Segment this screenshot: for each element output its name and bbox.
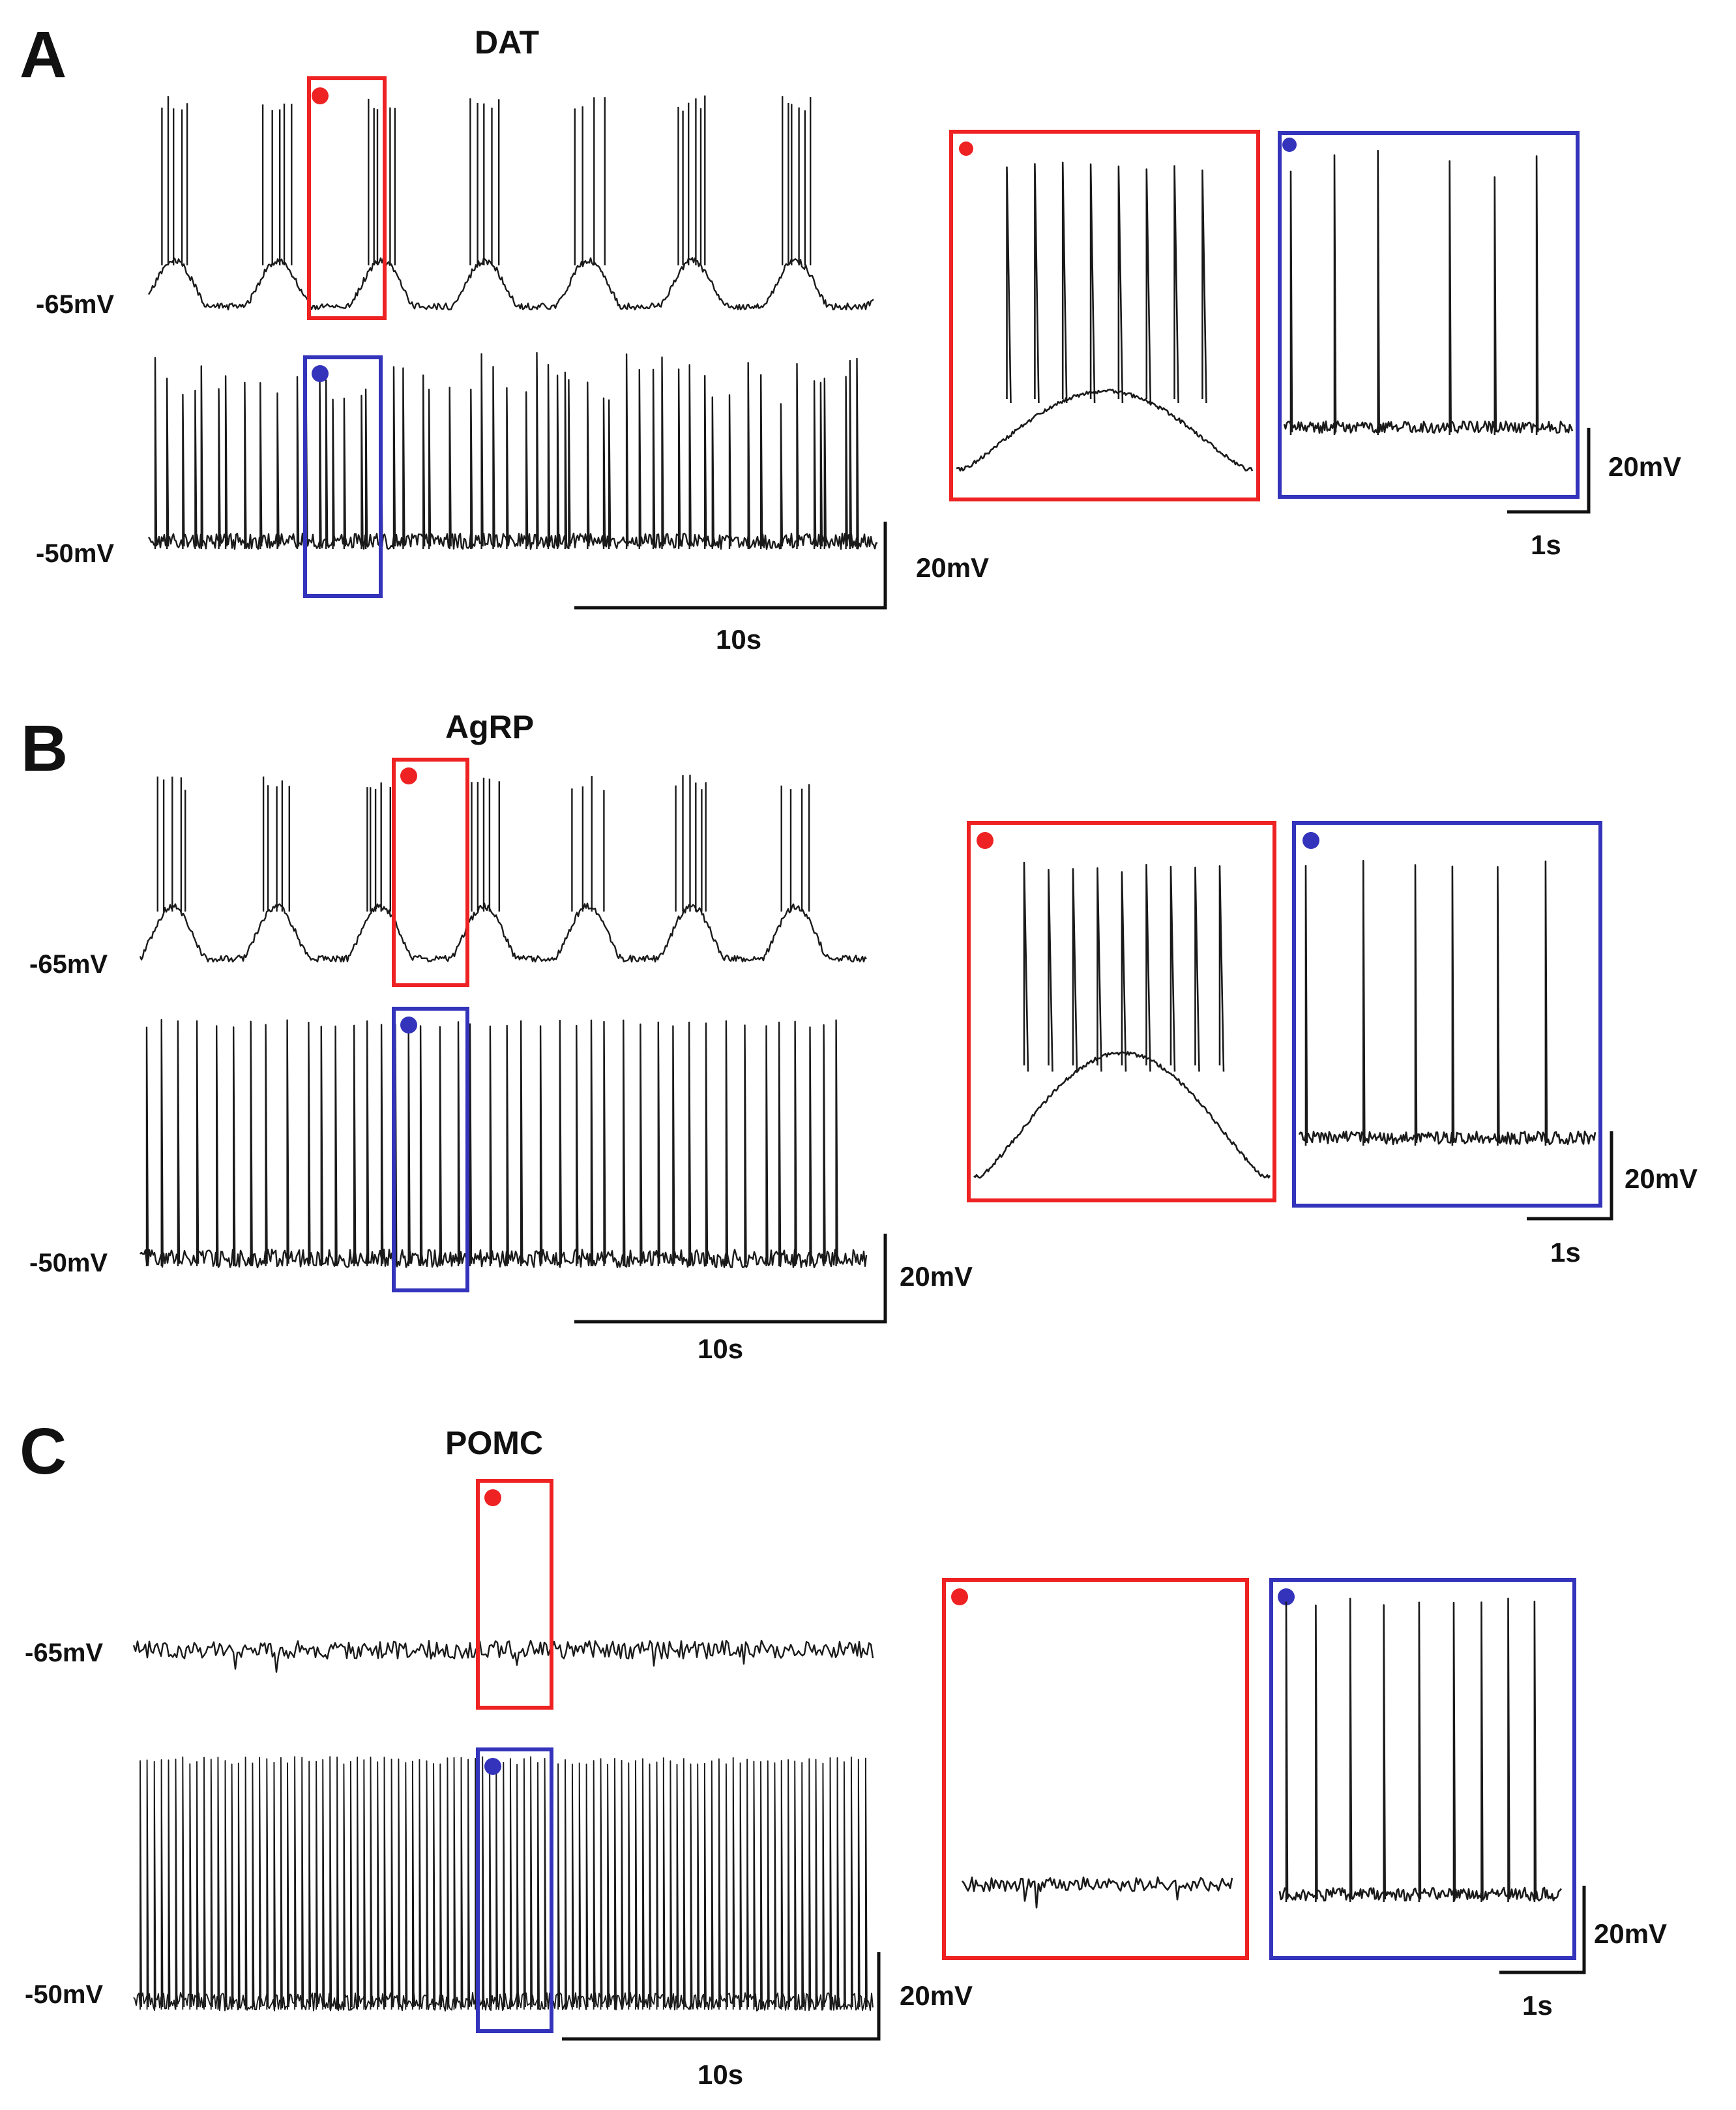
panel-a-top-red-box bbox=[307, 76, 387, 320]
panel-c-top-baseline: -65mV bbox=[25, 1639, 103, 1667]
panel-b-burst-trace bbox=[139, 775, 867, 963]
panel-b-top-baseline: -65mV bbox=[29, 950, 108, 979]
panel-a-red-inset-marker bbox=[959, 141, 973, 156]
panel-b-tonic-trace bbox=[140, 1018, 868, 1269]
panel-c-red-inset-marker bbox=[951, 1588, 968, 1605]
panel-b-top-red-box bbox=[392, 758, 469, 987]
panel-b-red-inset-trace bbox=[973, 861, 1271, 1179]
panel-b-scalebar-x: 10s bbox=[698, 1333, 743, 1364]
panel-c-top-red-box bbox=[476, 1479, 553, 1710]
panel-b-red-marker bbox=[400, 767, 417, 784]
panel-a-blue-marker bbox=[312, 365, 329, 382]
panel-c-red-marker bbox=[484, 1489, 501, 1506]
panel-c-scalebar bbox=[562, 1952, 881, 2041]
panel-c-blue-inset-trace bbox=[1278, 1597, 1563, 1902]
panel-c-blue-inset bbox=[1269, 1578, 1576, 1960]
panel-c-scalebar-x: 10s bbox=[698, 2059, 743, 2090]
panel-b-scalebar bbox=[574, 1234, 887, 1324]
panel-a-inset-scalebar bbox=[1507, 428, 1591, 514]
panel-c-scalebar-y: 20mV bbox=[900, 1980, 973, 2011]
panel-a-top-baseline: -65mV bbox=[36, 290, 114, 319]
panel-c-bottom-baseline: -50mV bbox=[25, 1980, 103, 2009]
panel-a-red-inset-trace bbox=[956, 161, 1254, 472]
panel-b-bottom-baseline: -50mV bbox=[29, 1249, 108, 1277]
panel-c-red-inset-trace bbox=[961, 1876, 1233, 1909]
panel-a-red-marker bbox=[312, 87, 329, 104]
panel-c-blue-inset-marker bbox=[1278, 1588, 1295, 1605]
panel-a-blue-inset bbox=[1278, 131, 1580, 499]
panel-c-inset-scalebar-x: 1s bbox=[1522, 1990, 1553, 2021]
panel-b-blue-inset-marker bbox=[1302, 832, 1319, 849]
panel-a-blue-inset-marker bbox=[1282, 138, 1297, 152]
panel-b-scalebar-y: 20mV bbox=[900, 1261, 973, 1292]
panel-a-label: A bbox=[20, 18, 66, 91]
panel-c-bottom-blue-box bbox=[476, 1747, 553, 2033]
panel-c-inset-scalebar-y: 20mV bbox=[1594, 1918, 1667, 1949]
panel-c-blue-marker bbox=[484, 1758, 501, 1775]
panel-b-title: AgRP bbox=[445, 709, 534, 745]
panel-c-title: POMC bbox=[445, 1425, 543, 1461]
panel-a-blue-inset-trace bbox=[1283, 149, 1574, 435]
panel-a-scalebar-y: 20mV bbox=[916, 552, 989, 583]
panel-a-bottom-baseline: -50mV bbox=[36, 539, 114, 568]
panel-c: C POMC -65mV -50mV 20mV 10s 20mV 1s bbox=[20, 1415, 1667, 2090]
panel-a-irregular-trace bbox=[148, 351, 878, 550]
panel-a-inset-scalebar-x: 1s bbox=[1531, 529, 1561, 560]
panel-a-scalebar bbox=[574, 522, 887, 610]
panel-c-red-inset bbox=[942, 1578, 1249, 1960]
panel-a-title: DAT bbox=[475, 24, 539, 61]
panel-c-silent-trace bbox=[132, 1639, 874, 1673]
panel-b-red-inset-marker bbox=[977, 832, 993, 849]
panel-a-bottom-blue-box bbox=[303, 355, 383, 598]
panel-b-blue-marker bbox=[400, 1017, 417, 1033]
panel-c-tonic-trace bbox=[133, 1756, 874, 2012]
panel-b-bottom-blue-box bbox=[392, 1007, 469, 1292]
panel-b: B AgRP -65mV -50mV 20mV 10s 20mV 1s bbox=[21, 709, 1698, 1364]
panel-c-label: C bbox=[20, 1415, 66, 1488]
panel-a: A DAT -65mV -50mV 20mV 10s 20mV 1s bbox=[20, 18, 1681, 655]
panel-b-inset-scalebar bbox=[1527, 1131, 1613, 1221]
panel-b-inset-scalebar-x: 1s bbox=[1550, 1237, 1581, 1268]
panel-b-blue-inset-trace bbox=[1298, 859, 1596, 1146]
panel-a-red-inset bbox=[949, 130, 1260, 501]
panel-b-inset-scalebar-y: 20mV bbox=[1625, 1163, 1698, 1194]
panel-b-red-inset bbox=[967, 821, 1276, 1202]
panel-a-burst-trace bbox=[147, 95, 874, 311]
panel-a-scalebar-x: 10s bbox=[716, 624, 761, 655]
panel-c-inset-scalebar bbox=[1499, 1886, 1586, 1974]
panel-a-inset-scalebar-y: 20mV bbox=[1608, 451, 1681, 482]
panel-b-label: B bbox=[21, 712, 68, 785]
panel-b-blue-inset bbox=[1292, 821, 1602, 1208]
